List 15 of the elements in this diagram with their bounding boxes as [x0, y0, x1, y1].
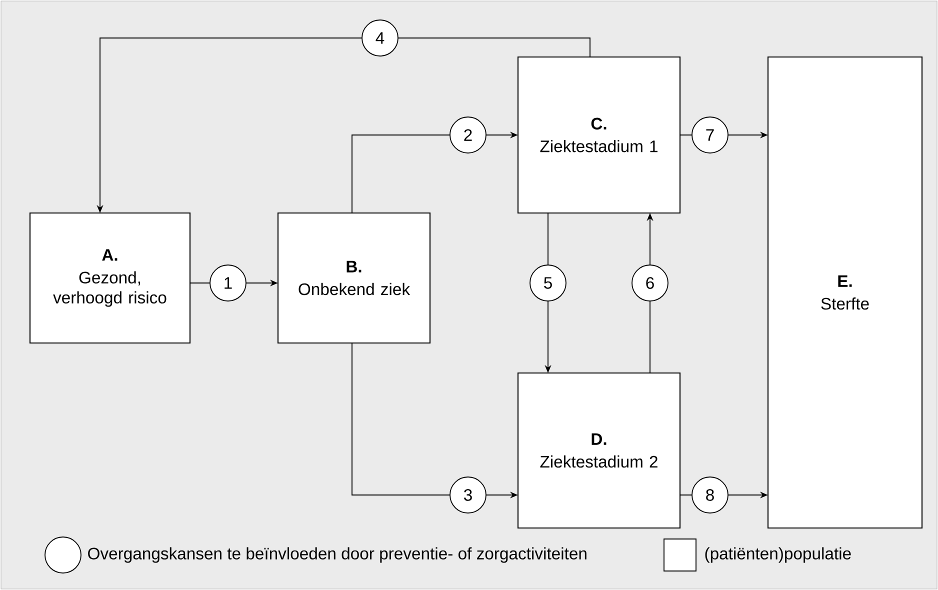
edge-label: 4 — [362, 20, 398, 56]
edge-label: 7 — [692, 116, 728, 154]
edge-label: 8 — [692, 476, 728, 514]
edge-label: 1 — [210, 264, 246, 302]
process-box: A. Gezond, verhoogd risico — [29, 212, 191, 344]
edge-label: 3 — [450, 476, 486, 514]
process-box: C. Ziektestadium 1 — [517, 56, 681, 214]
edge-label: 2 — [450, 116, 486, 154]
legend-text: Overgangskansen te beïnvloeden door preventie- of zorgactiviteiten — [88, 547, 586, 563]
process-box: D. Ziektestadium 2 — [517, 372, 681, 529]
process-box: E. Sterfte — [767, 56, 923, 529]
edge-label: 6 — [632, 264, 668, 302]
edge-label: 5 — [530, 264, 566, 302]
legend-text: (patiënten)populatie — [705, 547, 851, 563]
process-box: B. Onbekend ziek — [277, 212, 431, 344]
